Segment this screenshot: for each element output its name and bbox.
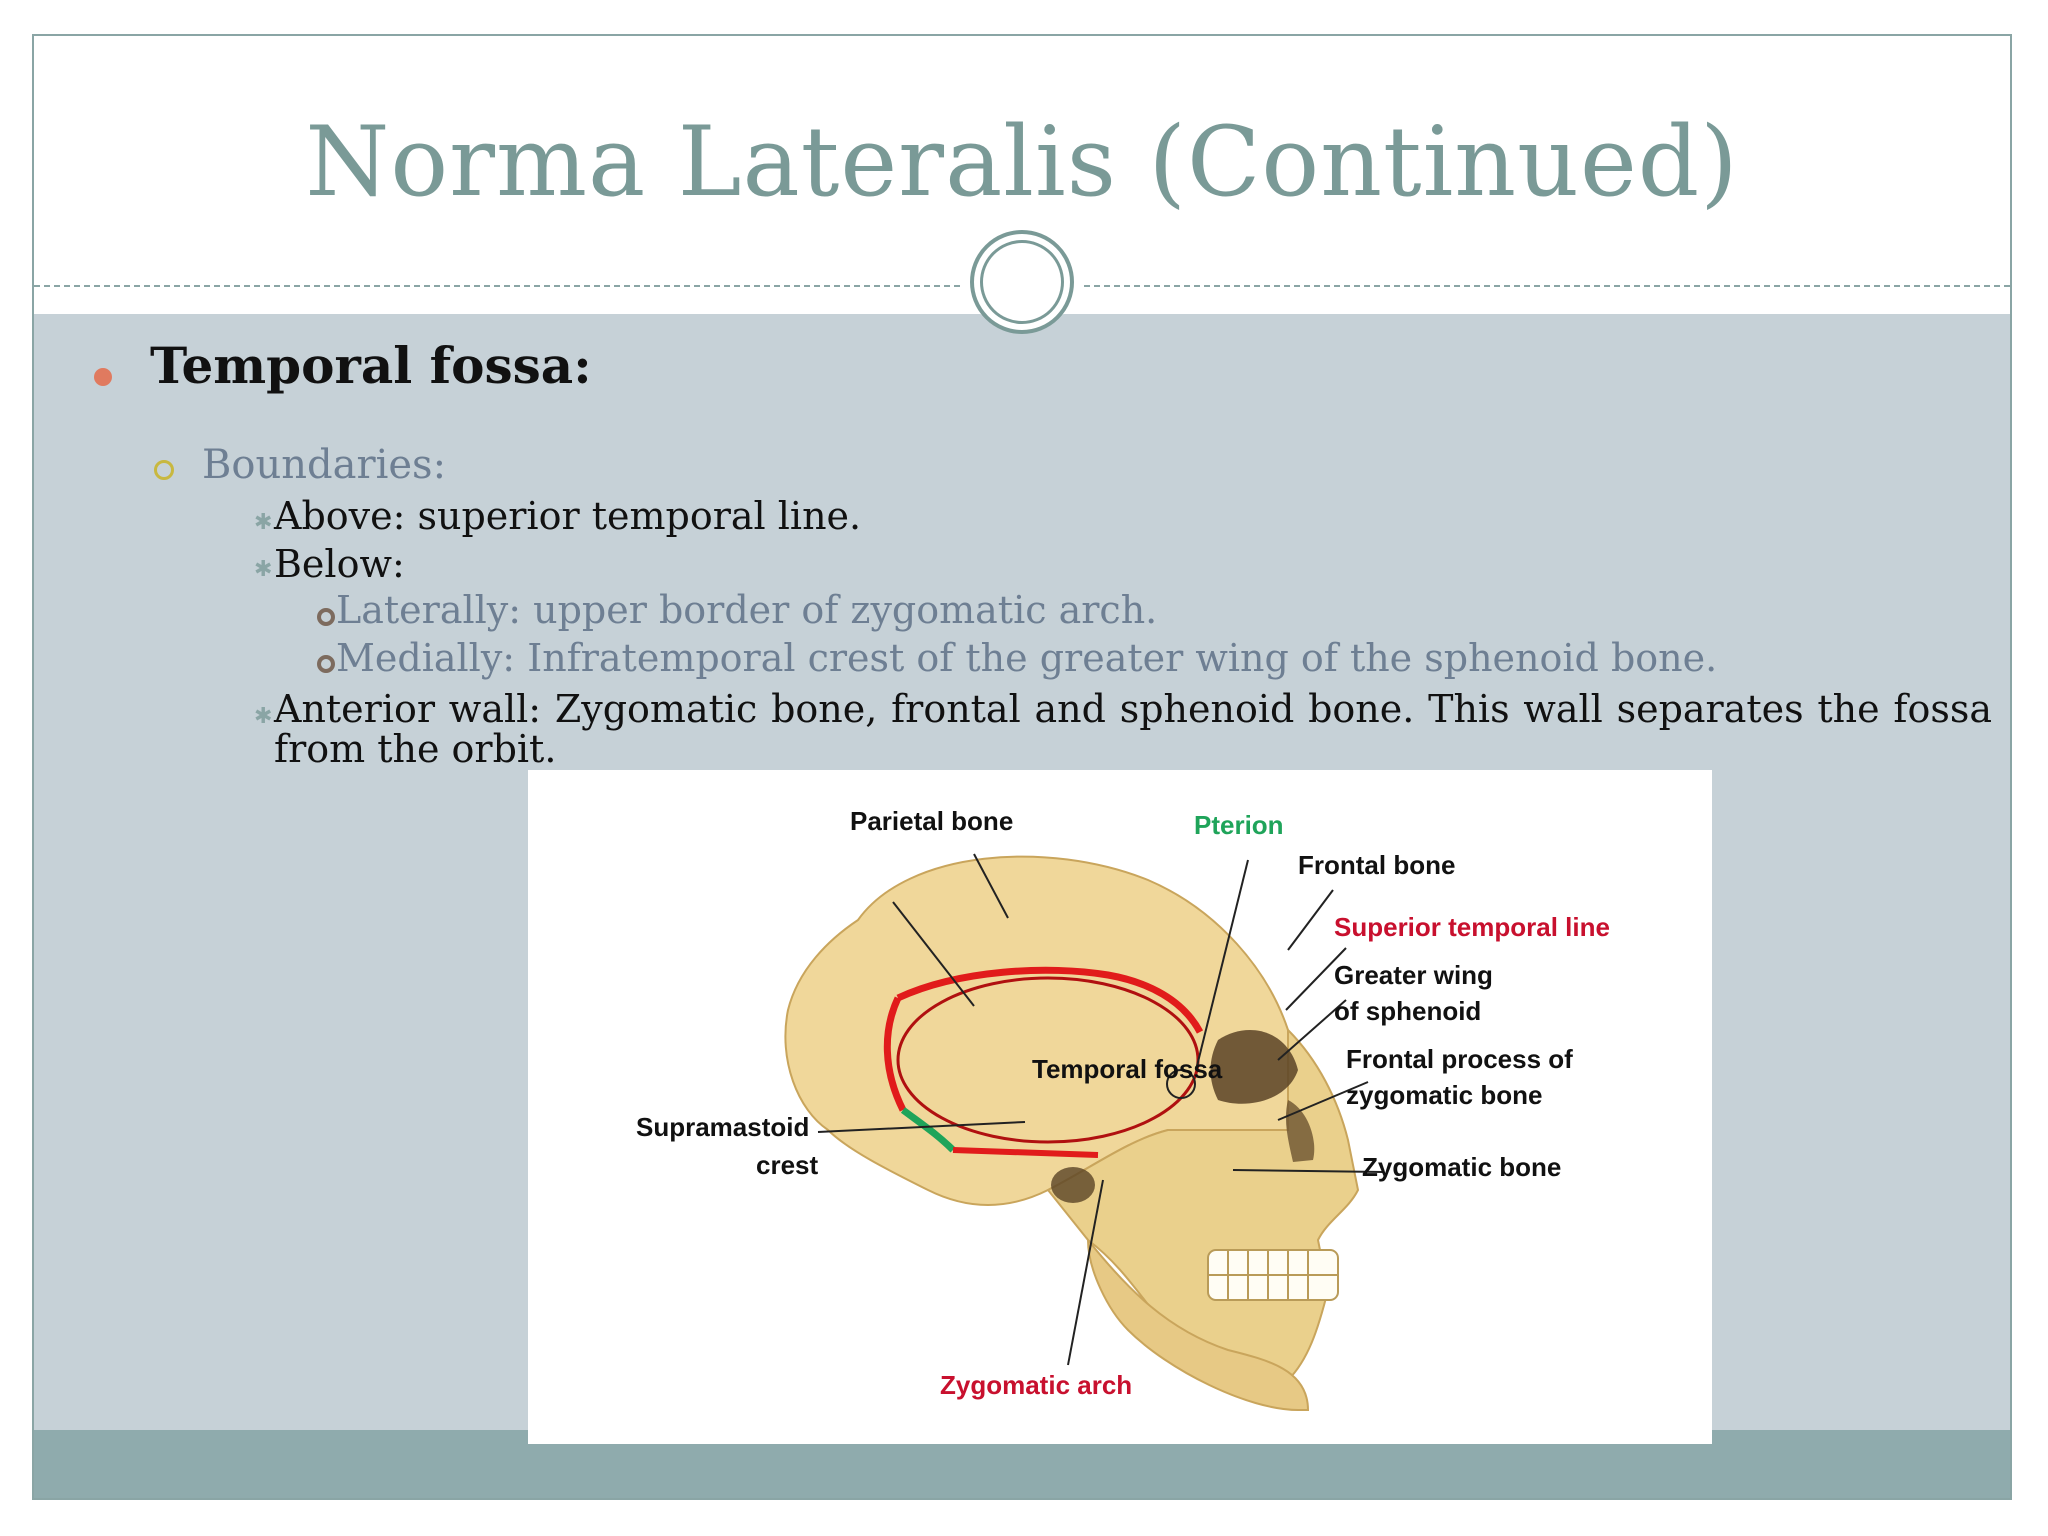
label-frontal-bone: Frontal bone [1298,850,1456,880]
label-pterion: Pterion [1194,810,1284,840]
label-parietal-bone: Parietal bone [850,806,1014,836]
bullet-medially: Medially: Infratemporal crest of the gre… [336,636,1718,680]
bullet-star-icon: ✱ [254,704,273,729]
bullet-ring-icon [154,460,174,480]
bullet-laterally: Laterally: upper border of zygomatic arc… [336,588,1158,632]
label-supramastoid-2: crest [756,1150,819,1180]
bullet-dot-icon [94,368,112,386]
label-temporal-fossa: Temporal fossa [1032,1054,1223,1084]
bullet-star-icon: ✱ [254,557,273,582]
bullet-anterior-wall: Anterior wall: Zygomatic bone, frontal a… [274,687,1992,771]
label-frontal-process-2: zygomatic bone [1346,1080,1543,1110]
label-supramastoid-1: Supramastoid [636,1112,810,1142]
slide: Norma Lateralis (Continued) Temporal fos… [32,34,2012,1500]
bullet-below: Below: [274,542,405,586]
skull-illustration [784,853,1384,1411]
label-frontal-process-1: Frontal process of [1346,1044,1573,1074]
label-greater-wing-1: Greater wing [1334,960,1493,990]
skull-figure: Parietal bone Pterion Frontal bone Super… [528,770,1712,1444]
label-zygomatic-arch: Zygomatic arch [940,1370,1133,1400]
label-superior-temporal-line: Superior temporal line [1334,912,1610,942]
bullet-star-icon: ✱ [254,510,273,535]
bullet-circle-icon [317,608,335,626]
label-greater-wing-2: of sphenoid [1334,996,1482,1026]
bullet-temporal-fossa: Temporal fossa: [150,336,592,395]
bullet-above: Above: superior temporal line. [274,494,862,538]
bullet-circle-icon [317,655,335,673]
divider-ring-icon [970,230,1074,334]
label-zygomatic-bone: Zygomatic bone [1362,1152,1562,1182]
bullet-boundaries: Boundaries: [202,442,447,488]
